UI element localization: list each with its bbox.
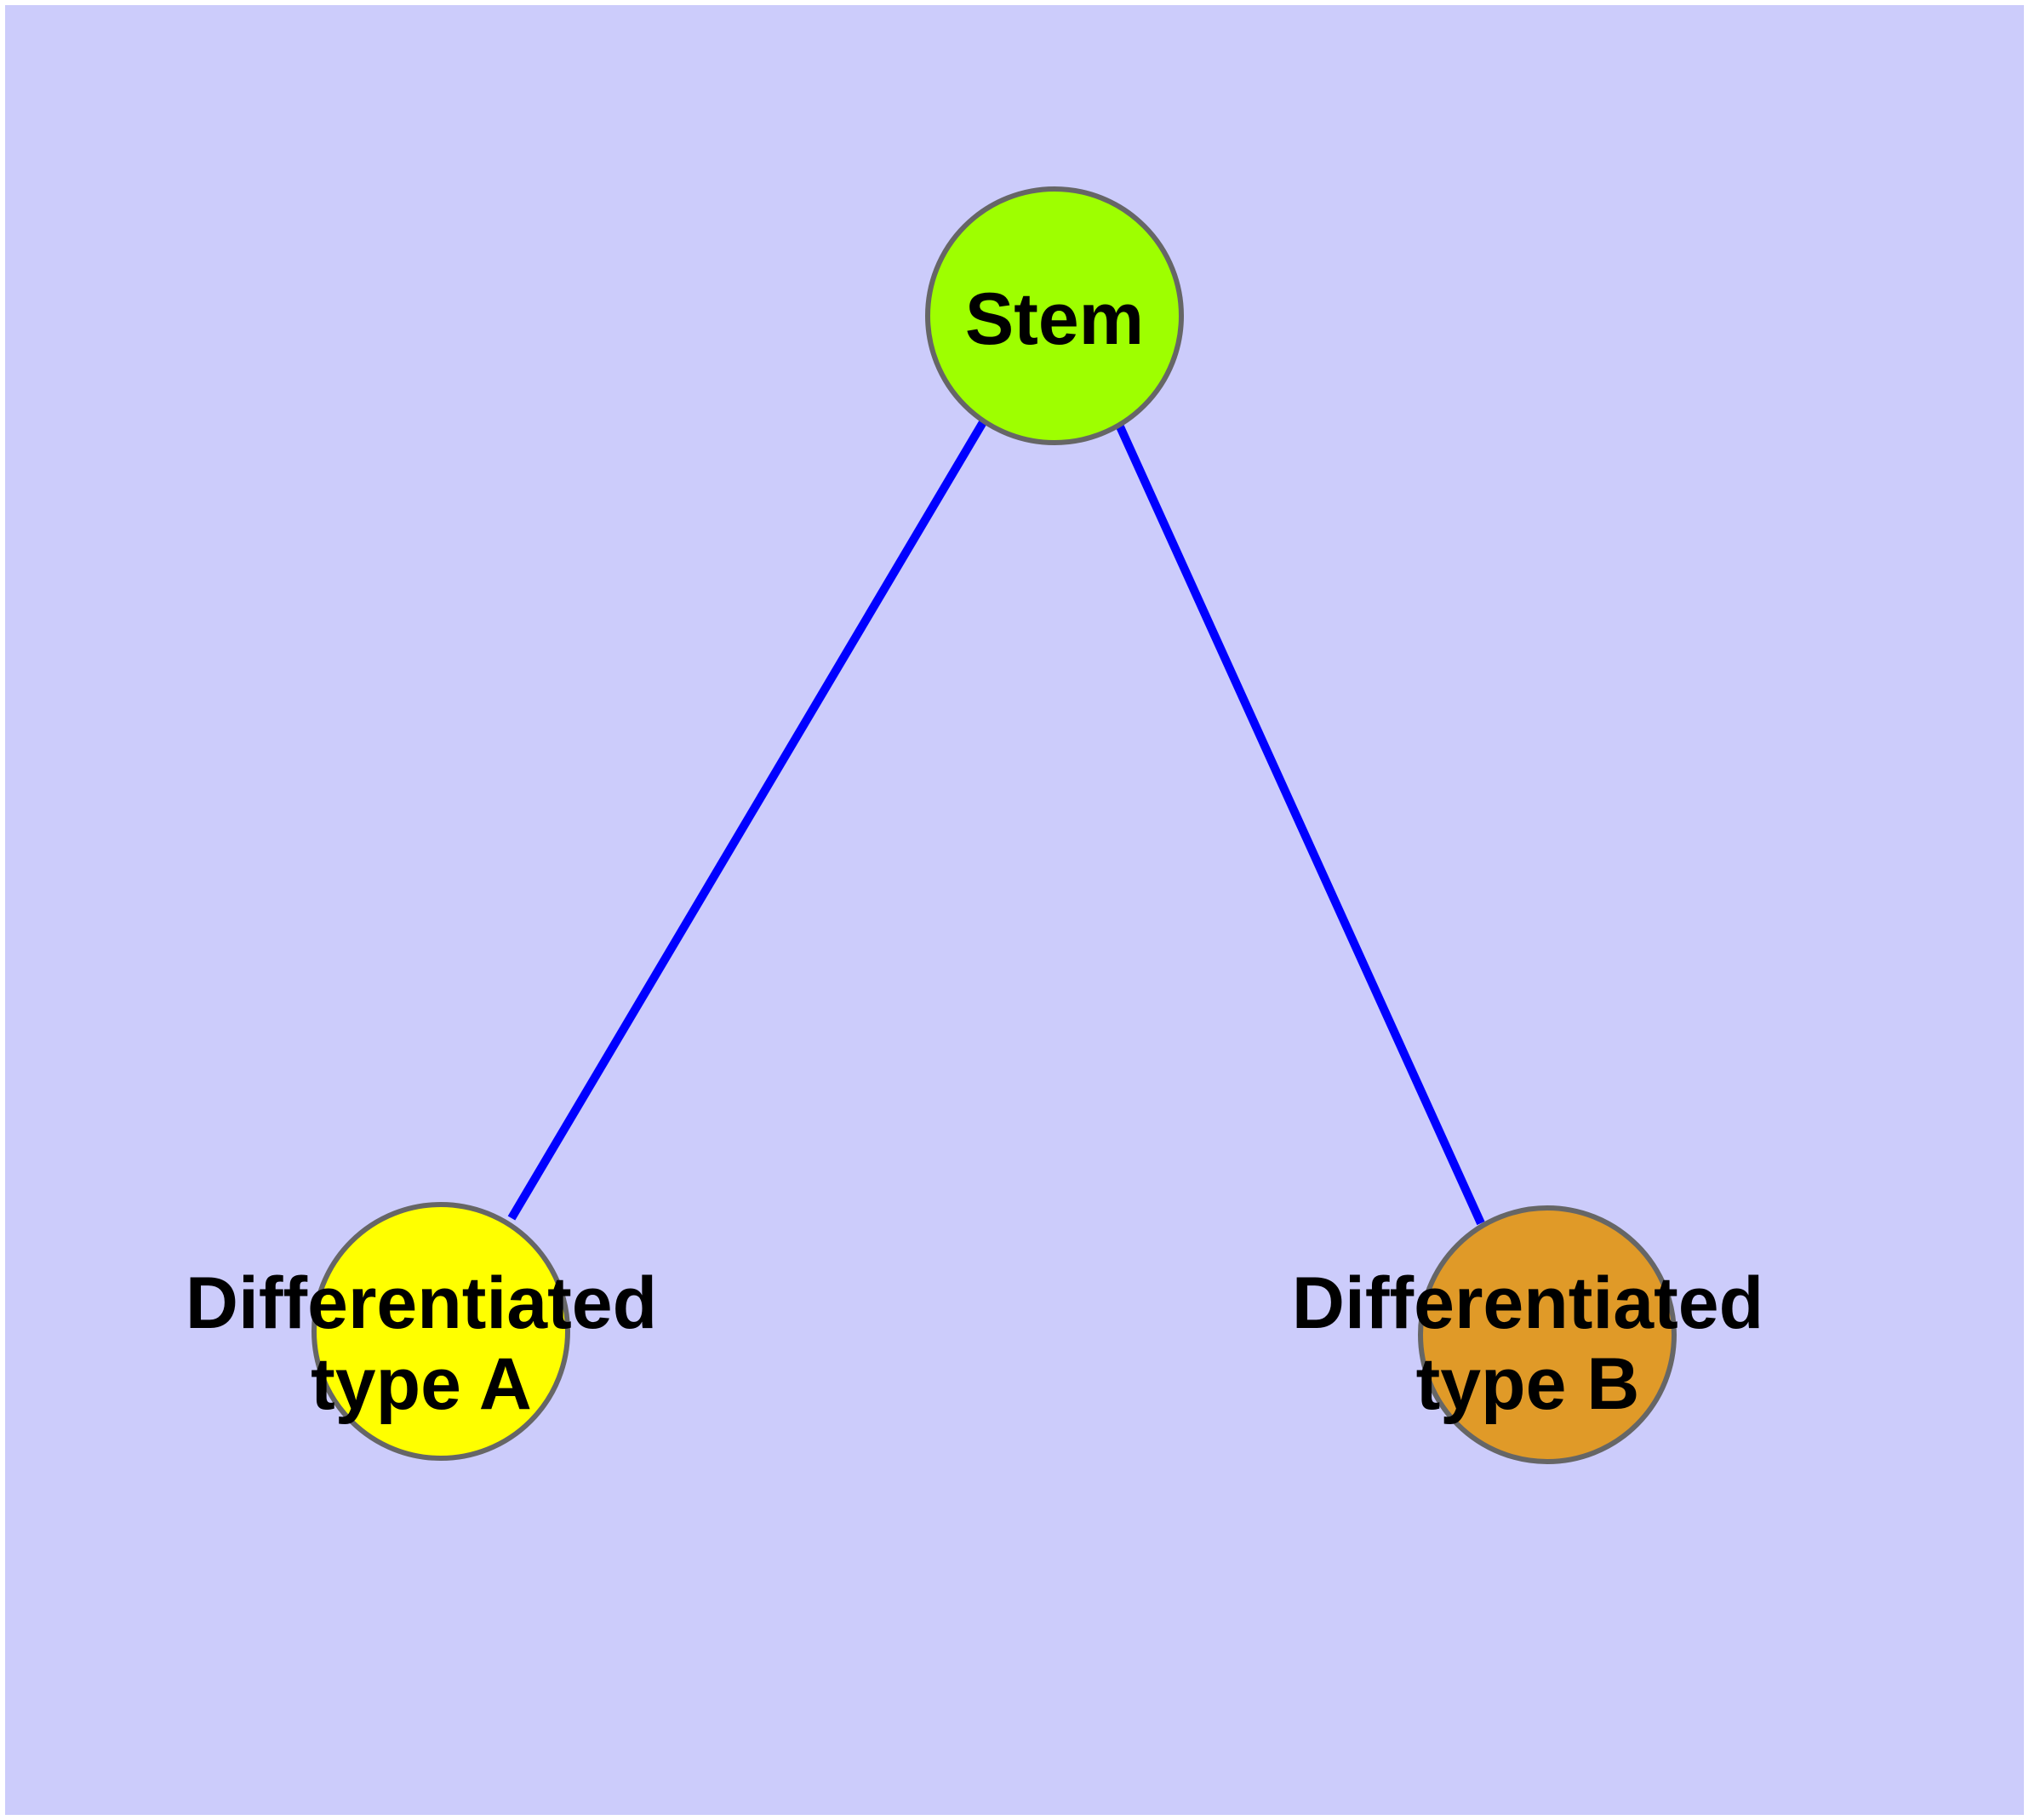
edge-stem-to-diff-b [1115,422,1485,1226]
node-label-diff-a-line-1: Differentiated [186,1262,657,1344]
node-label-diff-a-line-2: type A [311,1343,532,1425]
edges-group [507,420,1485,1226]
node-label-diff-b-line-1: Differentiated [1292,1262,1763,1344]
node-diff-a[interactable] [311,1202,570,1461]
nodes-group [311,186,1677,1464]
node-diff-b[interactable] [1418,1205,1677,1464]
node-label-stem-line-1: Stem [965,278,1144,360]
node-label-diff-b-line-2: type B [1416,1343,1640,1425]
node-stem[interactable] [925,186,1184,445]
edge-stem-to-diff-a [507,420,987,1221]
